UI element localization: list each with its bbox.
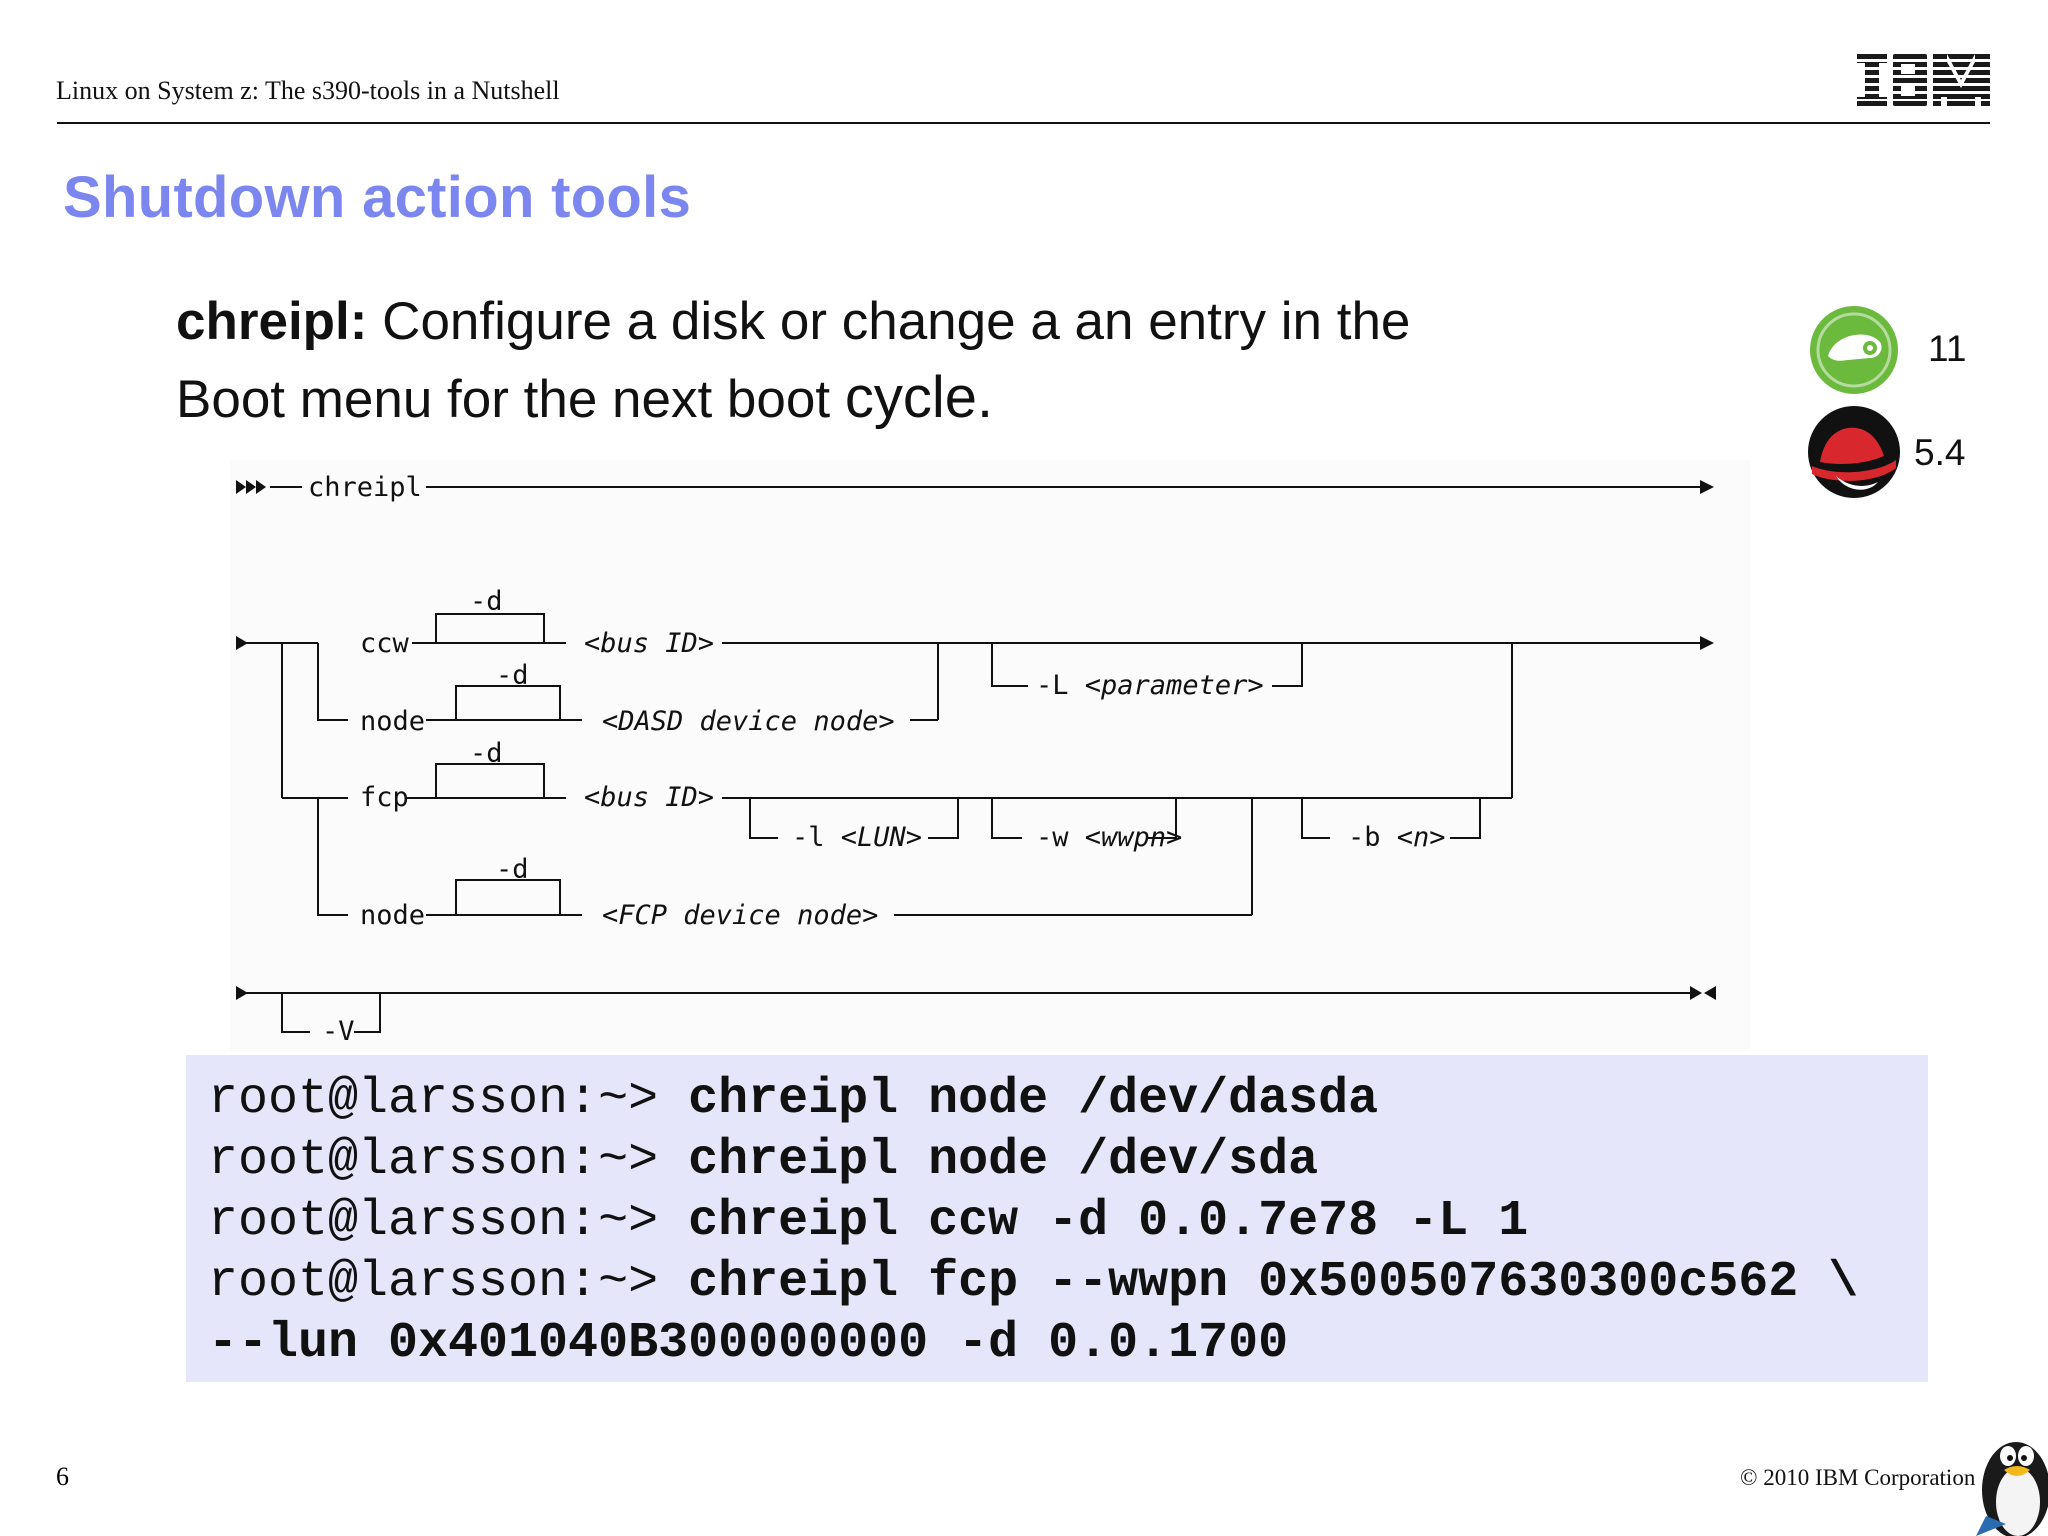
intro-line2-end: cycle. (844, 365, 994, 430)
syntax-diagram: chreipl ccw -d <bus ID> node -d <DASD de… (230, 460, 1750, 1050)
code-line: root@larsson:~> chreipl node /dev/sda (208, 1132, 1319, 1189)
syntax-b-option: -b <n> (1348, 822, 1446, 853)
syntax-d-node: -d (496, 660, 529, 691)
header-title: Linux on System z: The s390-tools in a N… (56, 76, 560, 105)
copyright: © 2010 IBM Corporation (1740, 1465, 1976, 1490)
syntax-L-option: -L <parameter> (1036, 670, 1264, 701)
syntax-node-dasd: node (360, 706, 425, 737)
code-example: root@larsson:~> chreipl node /dev/dasda … (186, 1055, 1928, 1382)
page-number: 6 (56, 1462, 69, 1491)
ibm-logo (1857, 54, 1990, 106)
syntax-d-fcp: -d (470, 738, 503, 769)
code-line-continuation: --lun 0x401040B300000000 -d 0.0.1700 (208, 1315, 1289, 1372)
opensuse-icon (1810, 306, 1898, 394)
intro-line1: Configure a disk or change a an entry in… (367, 292, 1411, 351)
intro-command: chreipl: (176, 292, 368, 351)
code-line: root@larsson:~> chreipl node /dev/dasda (208, 1071, 1379, 1128)
syntax-fcp: fcp (360, 782, 409, 813)
syntax-command: chreipl (308, 472, 422, 503)
syntax-d-ccw: -d (470, 586, 503, 617)
code-line: root@larsson:~> chreipl fcp --wwpn 0x500… (208, 1254, 1859, 1311)
syntax-l-option: -l <LUN> (792, 822, 922, 853)
syntax-fcp-node: <FCP device node> (602, 900, 878, 931)
syntax-bus-id-ccw: <bus ID> (584, 628, 714, 659)
intro-text: chreipl: Configure a disk or change a an… (176, 284, 1576, 438)
intro-line2: Boot menu for the next boot (176, 370, 845, 429)
syntax-bus-id-fcp: <bus ID> (584, 782, 714, 813)
syntax-v-option: -V (322, 1016, 355, 1047)
slide-title: Shutdown action tools (63, 165, 692, 230)
redhat-icon (1808, 406, 1900, 498)
syntax-dasd-node: <DASD device node> (602, 706, 895, 737)
syntax-ccw: ccw (360, 628, 410, 659)
syntax-d-fcp-node: -d (496, 854, 529, 885)
code-line: root@larsson:~> chreipl ccw -d 0.0.7e78 … (208, 1193, 1529, 1250)
syntax-node-fcp: node (360, 900, 425, 931)
opensuse-version: 11 (1928, 328, 1967, 369)
redhat-version: 5.4 (1914, 432, 1966, 473)
tux-penguin-icon (1976, 1442, 2048, 1536)
header-divider (57, 122, 1990, 124)
syntax-w-option: -w <wwpn> (1036, 822, 1182, 853)
